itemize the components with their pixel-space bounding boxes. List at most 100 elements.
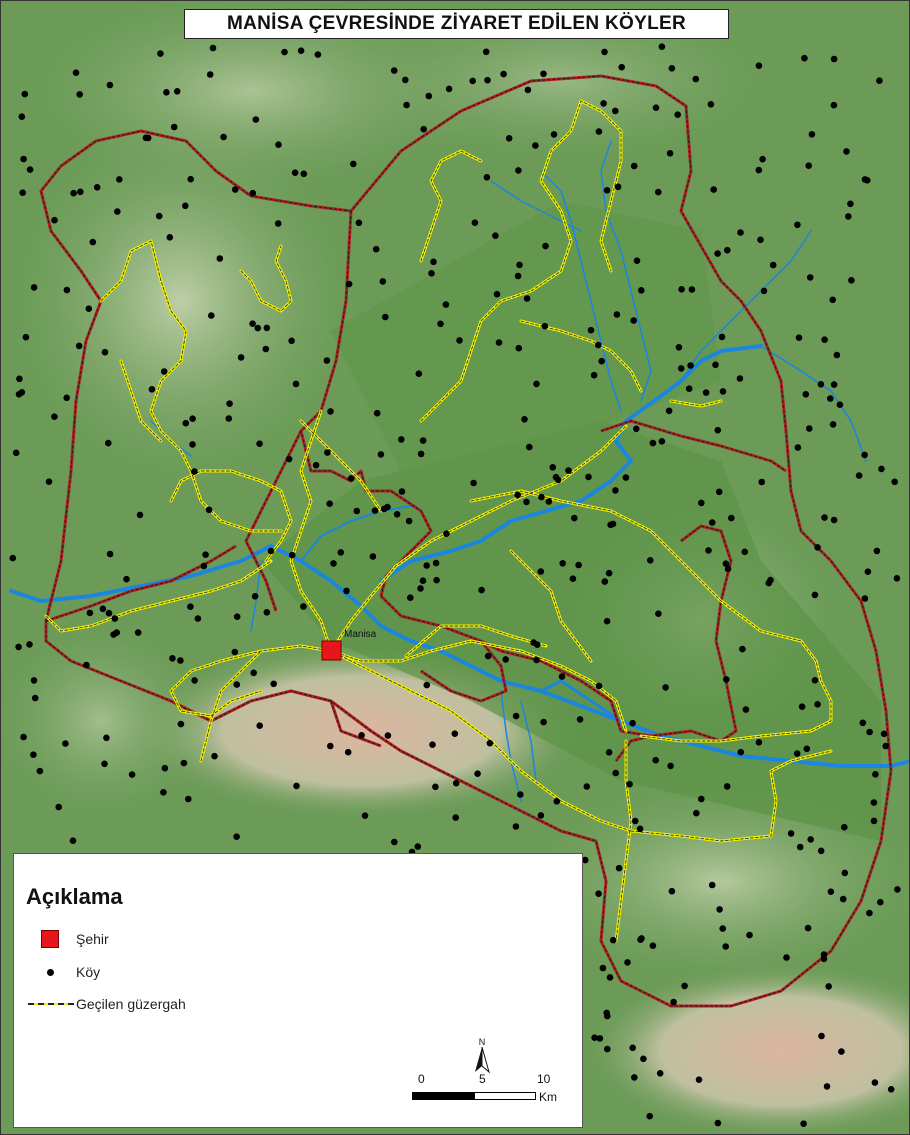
village-dot[interactable] [51,216,58,224]
village-dot[interactable] [350,160,357,168]
village-dot[interactable] [474,770,481,777]
village-dot[interactable] [443,530,450,537]
village-dot[interactable] [836,401,844,409]
village-dot[interactable] [114,208,121,215]
village-dot[interactable] [609,936,617,944]
village-dot[interactable] [829,421,837,428]
village-dot[interactable] [182,202,189,210]
village-dot[interactable] [251,593,259,600]
village-dot[interactable] [233,833,240,840]
village-dot[interactable] [106,81,114,89]
village-dot[interactable] [521,416,528,423]
village-dot[interactable] [15,643,22,651]
village-dot[interactable] [541,322,549,330]
village-dot[interactable] [20,733,27,741]
village-dot[interactable] [545,498,553,505]
village-dot[interactable] [274,220,282,227]
village-dot[interactable] [595,128,603,135]
village-dot[interactable] [821,514,828,521]
village-dot[interactable] [807,836,814,843]
village-dot[interactable] [870,817,878,825]
village-dot[interactable] [798,703,806,710]
village-dot[interactable] [814,701,821,708]
village-dot[interactable] [30,677,38,684]
village-dot[interactable] [482,48,490,56]
village-dot[interactable] [288,337,295,345]
village-dot[interactable] [662,684,669,691]
village-dot[interactable] [26,641,33,648]
village-dot[interactable] [823,1083,831,1090]
village-dot[interactable] [631,1074,638,1081]
village-dot[interactable] [30,751,37,758]
village-dot[interactable] [615,864,623,872]
village-dot[interactable] [456,337,463,344]
village-dot[interactable] [702,389,710,396]
village-dot[interactable] [344,748,352,756]
village-dot[interactable] [343,587,350,595]
village-dot[interactable] [894,886,901,893]
village-dot[interactable] [432,783,439,791]
village-dot[interactable] [419,437,427,444]
village-dot[interactable] [695,1076,703,1083]
village-dot[interactable] [670,998,677,1006]
village-dot[interactable] [742,706,750,713]
village-dot[interactable] [746,931,753,939]
city-marker-manisa[interactable]: Manisa [321,629,377,661]
village-dot[interactable] [801,54,808,62]
village-dot[interactable] [160,368,168,375]
village-dot[interactable] [640,1055,647,1063]
village-dot[interactable] [101,760,108,768]
village-dot[interactable] [379,278,387,285]
village-dot[interactable] [652,756,659,764]
village-dot[interactable] [484,652,492,660]
village-dot[interactable] [263,324,271,332]
village-dot[interactable] [337,549,345,556]
village-dot[interactable] [105,439,112,447]
village-dot[interactable] [437,320,444,328]
village-dot[interactable] [45,478,53,486]
village-dot[interactable] [624,959,631,966]
village-dot[interactable] [312,461,320,469]
village-dot[interactable] [429,741,436,748]
village-dot[interactable] [590,371,598,379]
village-dot[interactable] [517,791,524,798]
village-dot[interactable] [569,575,577,582]
village-dot[interactable] [502,656,510,663]
village-dot[interactable] [185,795,192,803]
village-dot[interactable] [314,51,322,58]
village-dot[interactable] [105,609,113,617]
village-dot[interactable] [814,544,821,551]
village-dot[interactable] [647,557,654,564]
village-dot[interactable] [478,586,485,594]
village-dot[interactable] [550,131,558,138]
village-dot[interactable] [737,748,745,756]
village-dot[interactable] [723,783,731,790]
village-dot[interactable] [668,887,676,895]
village-dot[interactable] [688,286,696,293]
village-dot[interactable] [739,645,746,653]
village-dot[interactable] [806,274,814,281]
village-dot[interactable] [469,77,477,85]
village-dot[interactable] [211,752,218,760]
village-dot[interactable] [866,909,873,917]
village-dot[interactable] [173,88,181,95]
village-dot[interactable] [523,498,530,506]
village-dot[interactable] [817,847,825,855]
village-dot[interactable] [493,290,501,298]
village-dot[interactable] [191,468,198,475]
village-dot[interactable] [292,380,300,388]
village-dot[interactable] [384,732,392,739]
village-dot[interactable] [26,166,34,173]
village-dot[interactable] [86,609,94,617]
village-dot[interactable] [355,219,363,227]
village-dot[interactable] [101,348,109,356]
village-dot[interactable] [31,694,39,702]
village-dot[interactable] [216,255,224,262]
village-dot[interactable] [445,85,453,93]
village-dot[interactable] [208,312,215,319]
village-dot[interactable] [369,553,377,560]
village-dot[interactable] [285,455,293,463]
village-dot[interactable] [55,803,62,811]
village-dot[interactable] [191,677,198,684]
village-dot[interactable] [755,739,763,746]
